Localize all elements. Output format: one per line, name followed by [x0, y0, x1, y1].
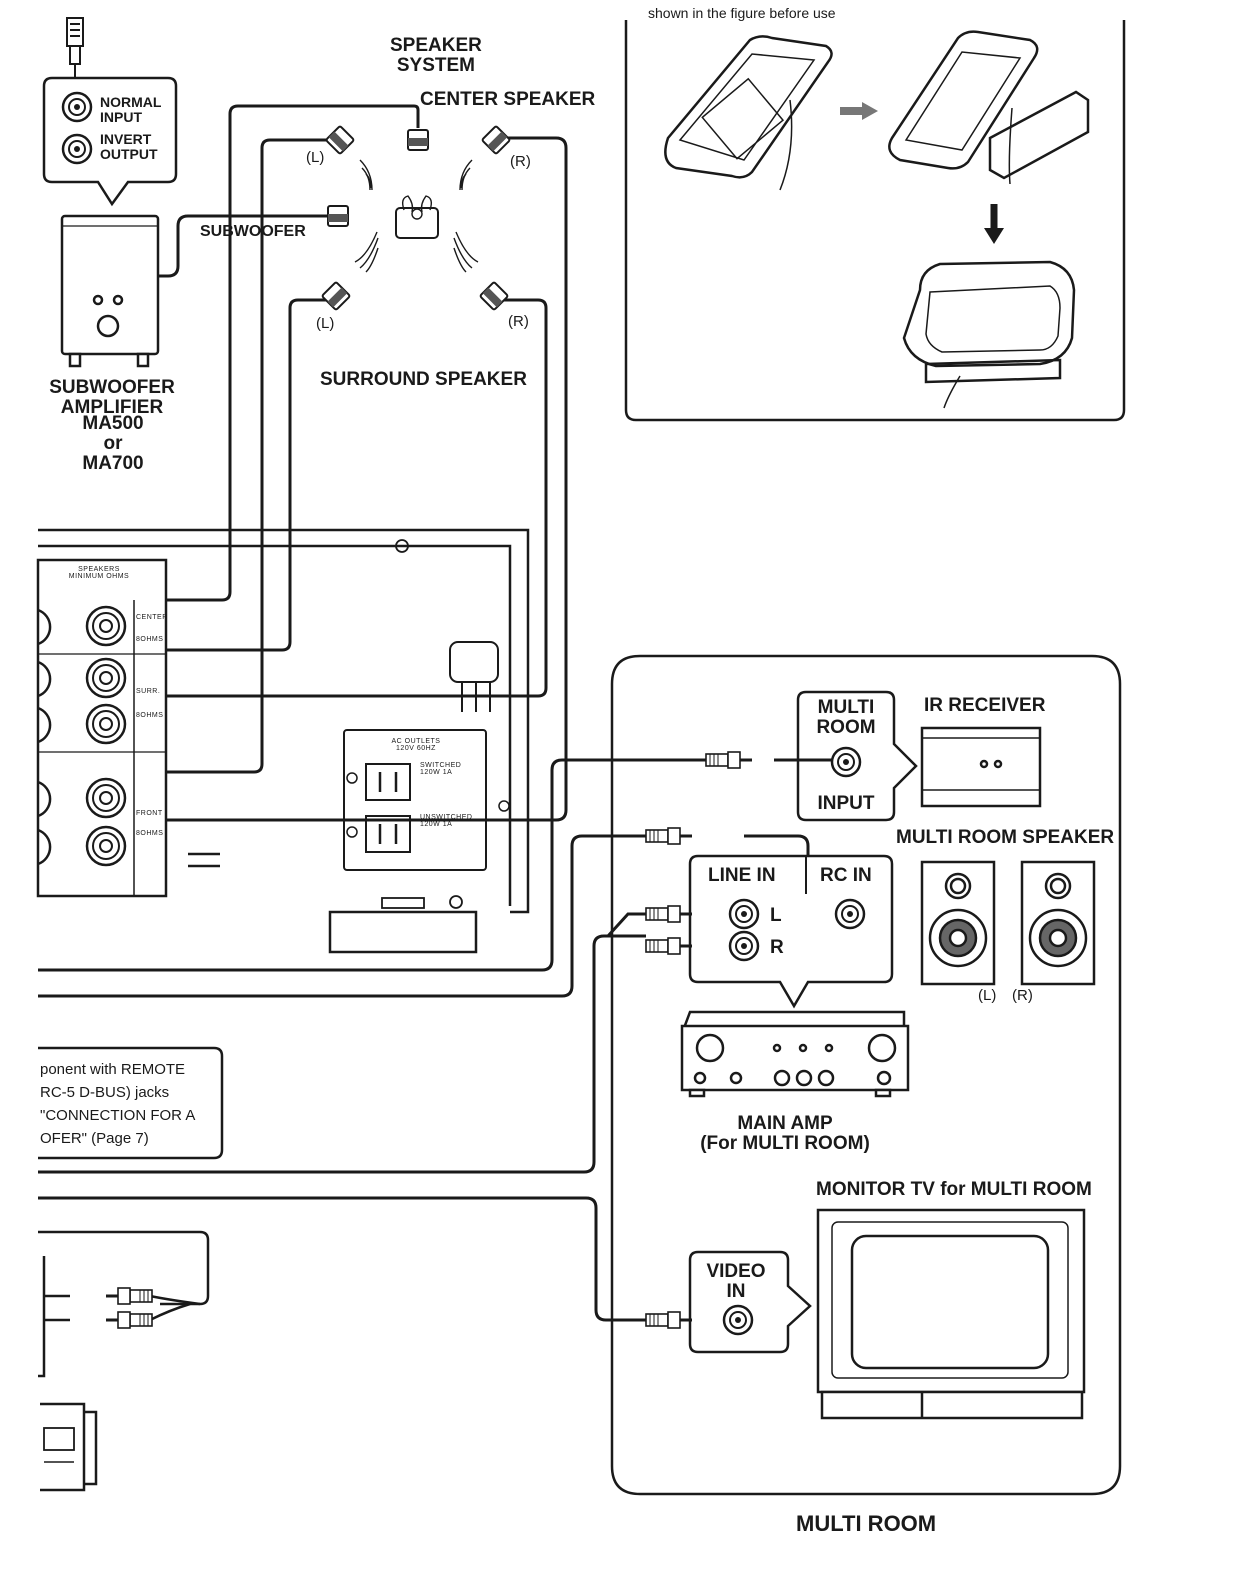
- speaker-system-title: SPEAKER SYSTEM: [390, 35, 482, 76]
- front-left-label: (L): [306, 149, 325, 166]
- center-speaker-label: CENTER SPEAKER: [420, 89, 596, 110]
- video-plug: [644, 1310, 694, 1330]
- channel-l-label: L: [770, 905, 782, 926]
- speaker-l-label: (L): [978, 987, 997, 1004]
- subwoofer-amplifier-label: SUBWOOFER AMPLIFIER: [49, 377, 175, 418]
- line-plug-l: [644, 904, 694, 924]
- surr-terminal-label: SURR.: [136, 688, 161, 695]
- multi-room-speaker-label: MULTI ROOM SPEAKER: [896, 827, 1115, 848]
- front-left-speaker-icon: [324, 124, 356, 156]
- switched-label: SWITCHED 120W 1A: [420, 762, 462, 777]
- note-line-1: ponent with REMOTE: [40, 1061, 186, 1078]
- surround-right-speaker-icon: [478, 280, 510, 312]
- note-box: [38, 1046, 224, 1160]
- partial-device-icon: [40, 1402, 98, 1492]
- surround-left-label: (L): [316, 315, 335, 332]
- line-in-l-jack: [728, 898, 760, 930]
- unswitched-label: UNSWITCHED 120W 1A: [420, 814, 473, 829]
- ac-outlets-label: AC OUTLETS 120V 60HZ: [391, 738, 441, 753]
- ir-receiver-icon: [920, 726, 1042, 808]
- multi-room-jack-label: MULTI ROOM: [816, 697, 876, 738]
- invert-output-jack: [61, 133, 93, 165]
- channel-r-label: R: [770, 937, 784, 958]
- subwoofer-amplifier-models: MA500 or MA700: [82, 413, 144, 474]
- video-in-box: [688, 1250, 812, 1354]
- multi-room-box: [610, 654, 1122, 1496]
- subwoofer-amplifier-icon: [60, 214, 160, 368]
- center-speaker-icon: [407, 129, 429, 151]
- front-right-label: (R): [510, 153, 531, 170]
- speaker-r-label: (R): [1012, 987, 1033, 1004]
- main-amp-icon: [680, 1010, 910, 1098]
- multi-room-title: MULTI ROOM: [796, 1511, 937, 1536]
- main-amp-label: MAIN AMP (For MULTI ROOM): [700, 1113, 870, 1154]
- line-in-label: LINE IN: [708, 865, 776, 886]
- line-in-rc-in-box: [688, 854, 894, 1009]
- surround-right-label: (R): [508, 313, 529, 330]
- monitor-tv-label: MONITOR TV for MULTI ROOM: [816, 1179, 1092, 1200]
- ir-receiver-label: IR RECEIVER: [924, 695, 1046, 716]
- speaker-terminals: [37, 605, 127, 867]
- invert-output-label: INVERT OUTPUT: [100, 131, 158, 162]
- front-ohms-label: 8OHMS: [136, 830, 164, 837]
- surround-left-speaker-icon: [320, 280, 352, 312]
- rc-in-jack: [834, 898, 866, 930]
- normal-input-label: NORMAL INPUT: [100, 94, 162, 125]
- monitor-tv-icon: [816, 1208, 1086, 1420]
- antenna-assembly-box: [624, 20, 1126, 422]
- top-note: shown in the figure before use: [648, 5, 836, 21]
- center-ohms-label: 8OHMS: [136, 636, 164, 643]
- note-line-2: RC-5 D-BUS) jacks: [40, 1084, 170, 1101]
- speaker-wires: [62, 104, 568, 822]
- terminal-header: SPEAKERS MINIMUM OHMS: [68, 566, 130, 581]
- input-label: INPUT: [817, 793, 875, 814]
- note-line-4: OFER" (Page 7): [40, 1130, 149, 1147]
- multi-room-plug: [704, 750, 754, 770]
- normal-input-jack: [61, 91, 93, 123]
- listening-area: [354, 159, 479, 273]
- subwoofer-speaker-icon: [327, 205, 349, 227]
- note-line-3: "CONNECTION FOR A: [40, 1107, 196, 1124]
- line-in-r-jack: [728, 930, 760, 962]
- front-terminal-label: FRONT: [136, 810, 163, 817]
- lower-plug-lower: [104, 1310, 154, 1330]
- input-plug: [66, 17, 84, 84]
- front-right-speaker-icon: [480, 124, 512, 156]
- multi-room-speaker-right-icon: [1020, 860, 1096, 986]
- surr-ohms-label: 8OHMS: [136, 712, 164, 719]
- subwoofer-label: SUBWOOFER: [200, 223, 306, 240]
- surround-speaker-label: SURROUND SPEAKER: [320, 369, 527, 390]
- lower-left-connector-box: [38, 1230, 210, 1378]
- rc-plug: [644, 826, 694, 846]
- video-in-label: VIDEO IN: [706, 1261, 766, 1302]
- multi-room-speaker-left-icon: [920, 860, 996, 986]
- lower-plug-upper: [104, 1286, 154, 1306]
- center-terminal-label: CENTER: [136, 614, 168, 621]
- multi-room-input-jack: [830, 746, 862, 778]
- video-in-jack: [722, 1304, 754, 1336]
- rc-in-label: RC IN: [820, 865, 872, 886]
- line-plug-r: [644, 936, 694, 956]
